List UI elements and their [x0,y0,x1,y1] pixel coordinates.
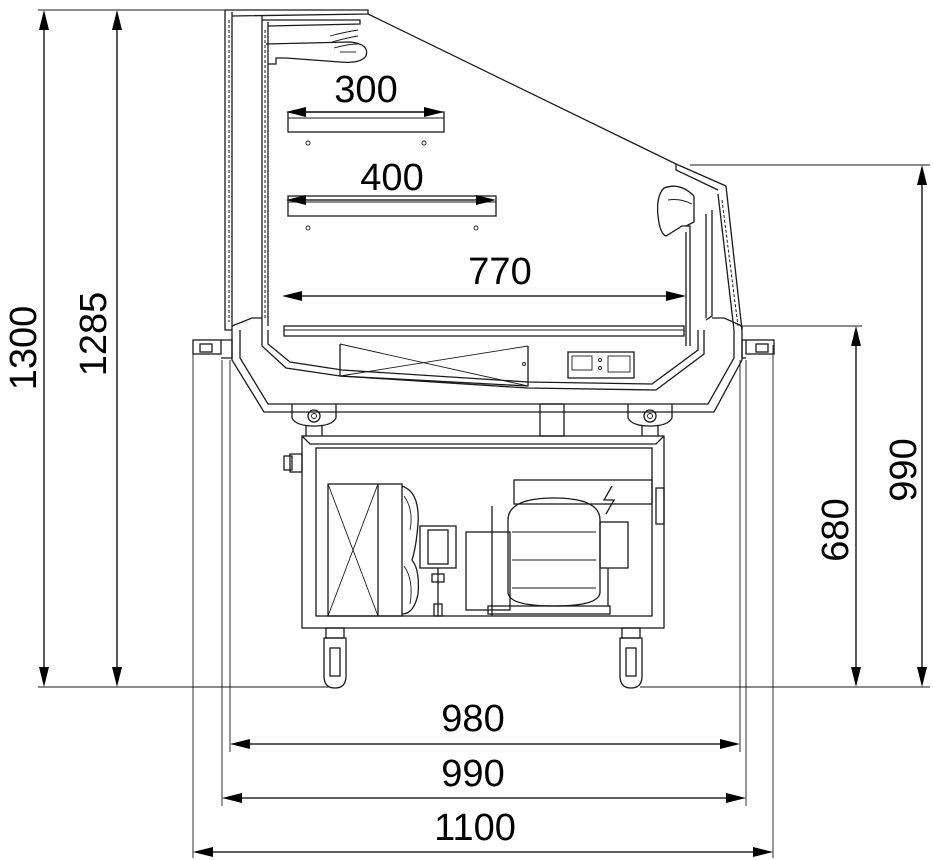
dimension-300: 300 [286,69,444,117]
dimension-980-label: 980 [441,698,504,740]
fan-unit [419,525,457,617]
rear-glass-frame [224,9,369,331]
side-handle-left [192,339,233,359]
front-lamp [656,185,713,346]
dimension-1100: 1100 [192,345,774,858]
dimension-1285-label: 1285 [73,292,115,377]
dimension-1300-label: 1300 [3,306,45,391]
side-handle-right [741,339,775,359]
dimension-990-width-label: 990 [441,753,504,795]
shelf-top [287,111,445,146]
castor-left [323,627,347,689]
compressor [465,479,653,616]
front-sloping-glass [367,13,743,331]
dimension-770-label: 770 [468,251,531,293]
dimension-980: 980 [229,360,741,752]
dimension-1100-label: 1100 [434,807,516,849]
base-cabinet [283,435,665,629]
dimension-770: 770 [282,251,686,301]
support-columns [291,403,673,437]
dimension-990-height: 990 [640,164,930,688]
dimension-680-label: 680 [815,498,857,561]
dimension-1285: 1285 [73,9,225,687]
dimension-400: 400 [286,157,496,205]
shelf-middle [287,195,497,231]
dimension-300-label: 300 [334,69,397,111]
dimension-990-height-label: 990 [883,438,925,501]
condenser [327,483,420,617]
castor-right [619,627,643,689]
dimension-680: 680 [740,325,862,687]
dimension-1300: 1300 [3,9,330,688]
display-well [231,317,743,413]
dimension-990-width: 990 [221,360,747,806]
dimension-400-label: 400 [360,157,423,199]
